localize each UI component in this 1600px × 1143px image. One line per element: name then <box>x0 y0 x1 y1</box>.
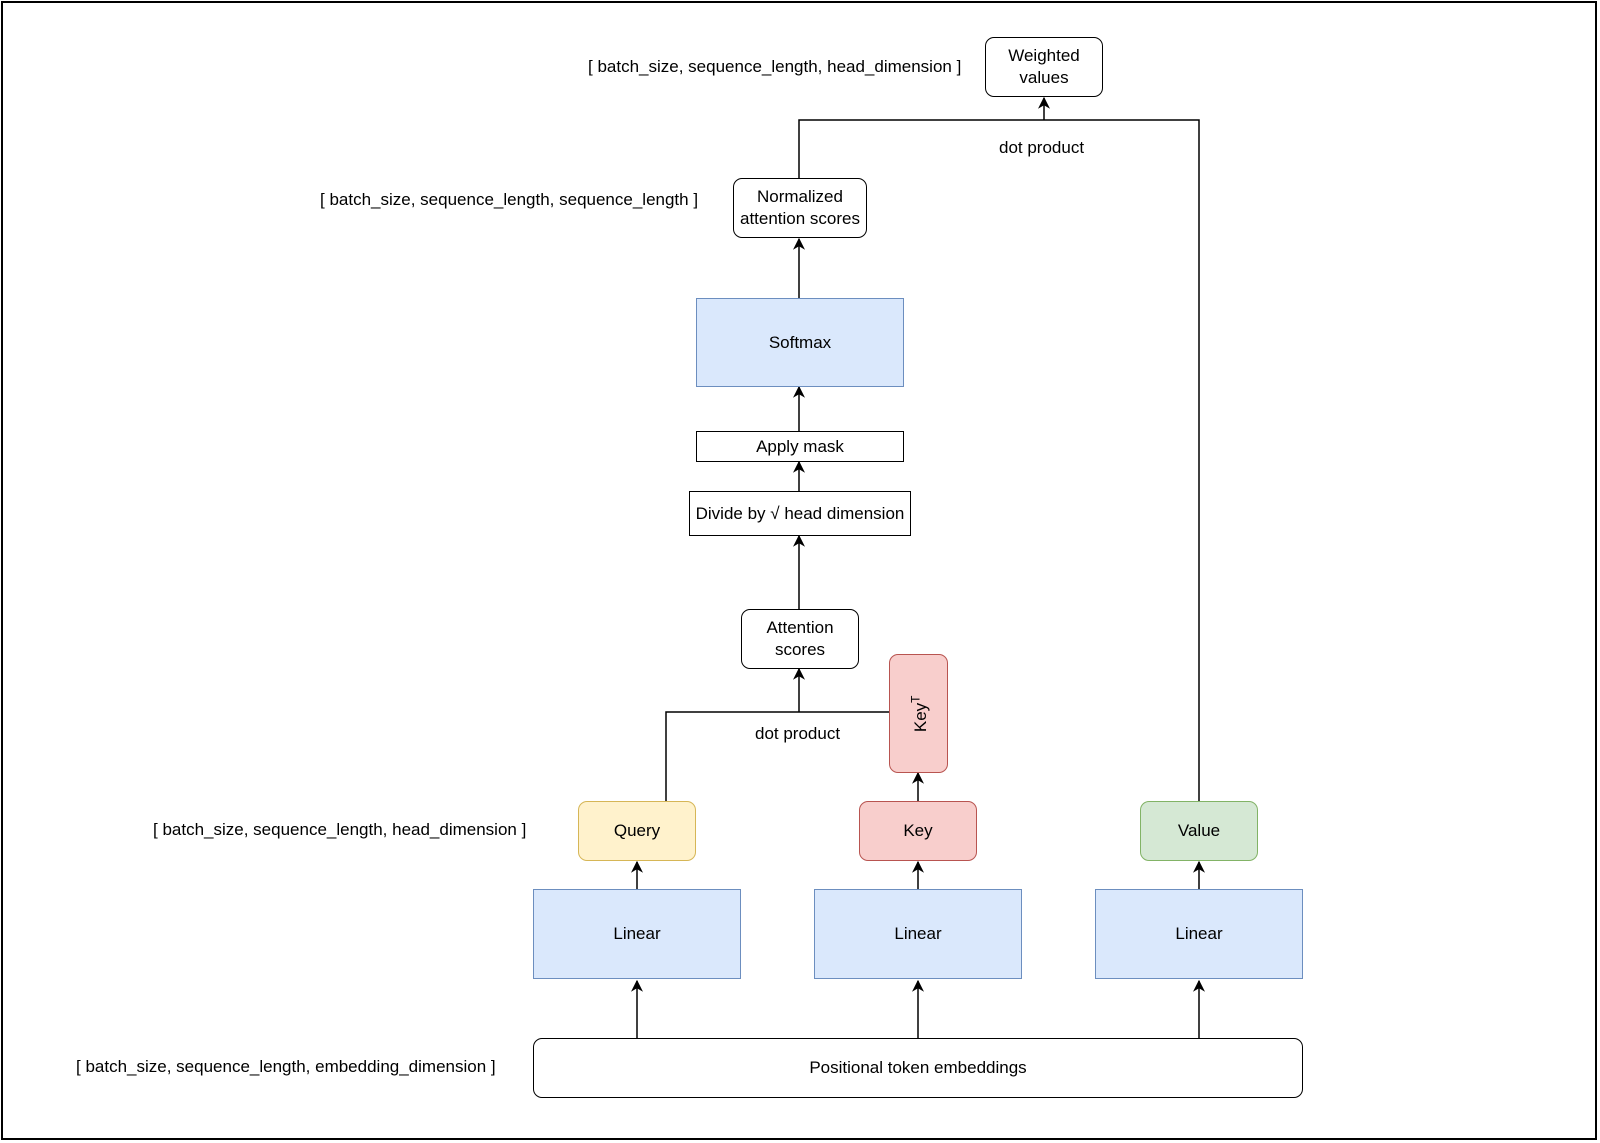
softmax-label: Softmax <box>768 332 832 352</box>
apply-mask-label: Apply mask <box>756 436 844 456</box>
attention-scores-node: Attention scores <box>741 609 859 669</box>
dot-product-top-label: dot product <box>999 138 1085 157</box>
key-label: Key <box>903 821 933 840</box>
key-transpose-node: KeyT <box>889 654 948 773</box>
value-label: Value <box>1177 821 1221 840</box>
linear-value-node: Linear <box>1095 889 1303 979</box>
linear-key-label: Linear <box>894 924 942 943</box>
dot-product-bottom-label: dot product <box>755 724 841 743</box>
query-node: Query <box>578 801 696 861</box>
weighted-values-shape-label: [ batch_size, sequence_length, head_dime… <box>588 57 962 76</box>
divide-by-sqrt-head-dimension-node: Divide by √ head dimension <box>689 491 911 536</box>
weighted-values-node: Weighted values <box>985 37 1103 97</box>
embeddings-shape-label: [ batch_size, sequence_length, embedding… <box>76 1057 496 1076</box>
linear-key-node: Linear <box>814 889 1022 979</box>
line-query-dot-key-transpose <box>665 711 889 801</box>
line-normalized-dot-value <box>798 119 1200 801</box>
apply-mask-node: Apply mask <box>696 431 904 462</box>
embeddings-label: Positional token embeddings <box>809 1058 1027 1077</box>
normalized-attention-scores-node: Normalized attention scores <box>733 178 867 238</box>
normalized-attention-scores-label: Normalized attention scores <box>739 187 860 228</box>
key-node: Key <box>859 801 977 861</box>
attention-scores-label: Attention scores <box>766 618 834 659</box>
key-transpose-label: KeyT <box>908 695 931 732</box>
linear-query-node: Linear <box>533 889 741 979</box>
divide-label: Divide by √ head dimension <box>695 503 905 523</box>
query-label: Query <box>613 821 661 840</box>
qkv-shape-label: [ batch_size, sequence_length, head_dime… <box>153 820 527 839</box>
linear-value-label: Linear <box>1175 924 1223 943</box>
normalized-scores-shape-label: [ batch_size, sequence_length, sequence_… <box>320 190 699 209</box>
linear-query-label: Linear <box>613 924 661 943</box>
softmax-node: Softmax <box>696 298 904 387</box>
positional-token-embeddings-node: Positional token embeddings <box>533 1038 1303 1098</box>
value-node: Value <box>1140 801 1258 861</box>
weighted-values-label: Weighted values <box>1008 46 1080 87</box>
